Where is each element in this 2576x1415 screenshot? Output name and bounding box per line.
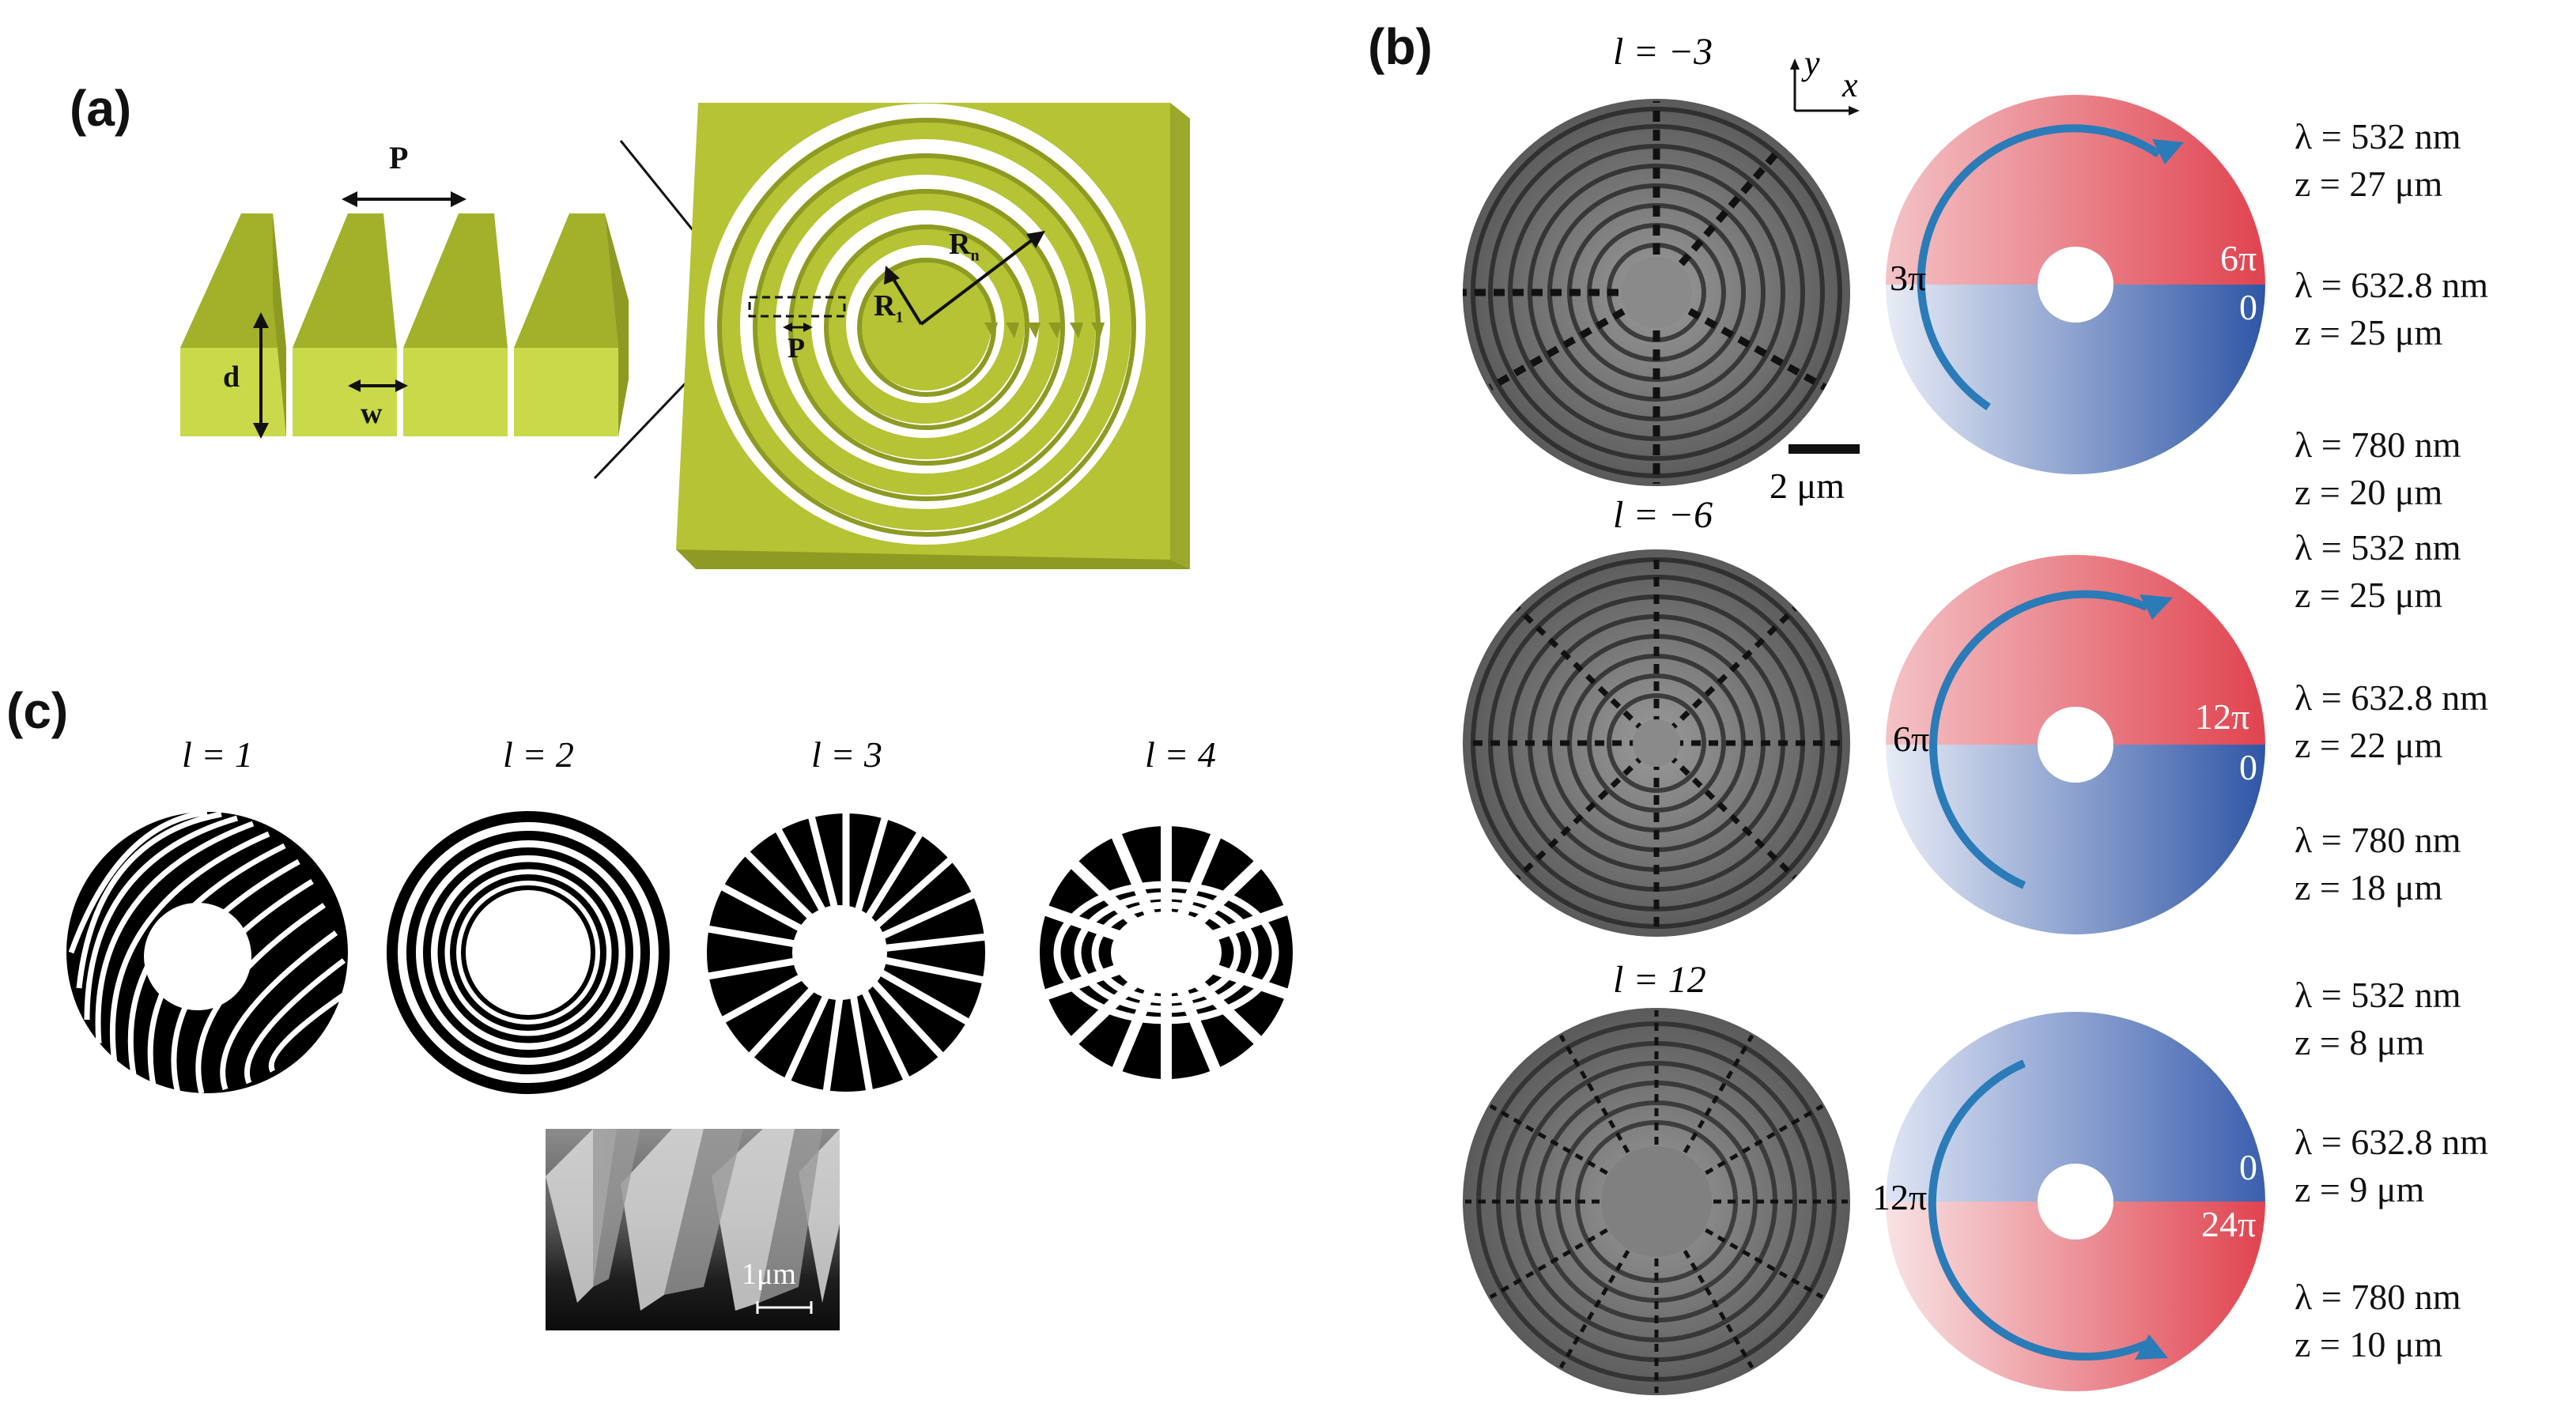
r1-e1-z: z = 27 μm [2295, 164, 2443, 204]
label-R1-main: R [874, 289, 896, 323]
sem-image: 1μm [546, 1129, 840, 1330]
panel-a-letter: (a) [70, 80, 132, 137]
axis-x-label: x [1842, 66, 1858, 104]
r3-e2-z: z = 9 μm [2295, 1169, 2425, 1209]
scalebar [1788, 444, 1860, 454]
label-R1-sub: 1 [895, 308, 904, 326]
phase-wheels [1886, 95, 2265, 1391]
r1-e2-lambda: λ = 632.8 nm [2295, 265, 2489, 305]
c-label-l3: l = 3 [811, 734, 882, 775]
grating-bars [180, 213, 629, 436]
b-row1-l: l = −3 [1613, 31, 1713, 73]
phase-wheel-3 [1886, 1012, 2265, 1391]
r1-e2-z: z = 25 μm [2295, 312, 2443, 353]
panel-c-masks [66, 809, 1295, 1094]
mask-l2 [387, 811, 670, 1094]
axis-y-label: y [1804, 43, 1820, 82]
disc-l-12 [1463, 1008, 1850, 1395]
sem-scale-label: 1μm [742, 1258, 796, 1291]
label-P-small: P [788, 332, 805, 364]
panel-c-letter: (c) [6, 682, 69, 739]
r1-e1-lambda: λ = 532 nm [2295, 116, 2461, 157]
mask-l3 [707, 810, 988, 1093]
r2-e2-lambda: λ = 632.8 nm [2295, 677, 2489, 718]
phase3-left: 12π [1872, 1177, 1928, 1217]
label-w: w [361, 397, 383, 430]
disc-l-minus-3 [1463, 99, 1850, 486]
label-Rn: Rn [949, 229, 980, 264]
phase-wheel-2 [1886, 555, 2265, 934]
r1-e3-z: z = 20 μm [2295, 472, 2443, 512]
phase1-bottom: 0 [2239, 287, 2257, 327]
r2-e2-z: z = 22 μm [2295, 725, 2443, 765]
r2-e3-lambda: λ = 780 nm [2295, 820, 2461, 860]
interference-discs [1463, 99, 1850, 1395]
r3-e2-lambda: λ = 632.8 nm [2295, 1122, 2489, 1162]
c-label-l1: l = 1 [182, 734, 253, 775]
c-label-l4: l = 4 [1145, 734, 1216, 775]
phase2-bottom: 0 [2239, 747, 2257, 787]
label-P: P [389, 140, 409, 175]
r1-e3-lambda: λ = 780 nm [2295, 424, 2461, 465]
phase3-bottom: 24π [2201, 1204, 2257, 1244]
b-row2-l: l = −6 [1613, 494, 1713, 536]
r3-e1-z: z = 8 μm [2295, 1022, 2425, 1062]
mask-l4 [1040, 822, 1295, 1083]
panel-b-letter: (b) [1368, 18, 1433, 75]
phase-wheel-1 [1886, 95, 2265, 474]
label-Rn-sub: n [970, 247, 980, 265]
r3-e3-lambda: λ = 780 nm [2295, 1277, 2461, 1317]
c-label-l2: l = 2 [503, 734, 574, 775]
disc-l-minus-6 [1463, 549, 1850, 937]
r3-e1-lambda: λ = 532 nm [2295, 975, 2461, 1015]
scalebar-label: 2 μm [1770, 466, 1845, 506]
panel-a-diagram [180, 103, 1190, 569]
b-row3-l: l = 12 [1613, 959, 1706, 1001]
label-R1: R1 [874, 291, 903, 326]
phase3-top: 0 [2239, 1147, 2257, 1187]
r3-e3-z: z = 10 μm [2295, 1324, 2443, 1364]
label-d: d [223, 360, 240, 394]
r2-e3-z: z = 18 μm [2295, 867, 2443, 907]
phase2-top: 12π [2195, 696, 2250, 737]
phase1-top: 6π [2220, 238, 2257, 278]
axes-indicator [1790, 58, 1860, 115]
phase2-left: 6π [1893, 719, 1930, 759]
label-Rn-main: R [949, 228, 971, 261]
mask-l1 [66, 809, 349, 1094]
sem-texture [546, 1129, 840, 1314]
r2-e1-lambda: λ = 532 nm [2295, 527, 2461, 568]
r2-e1-z: z = 25 μm [2295, 575, 2443, 615]
phase1-left: 3π [1890, 258, 1927, 298]
